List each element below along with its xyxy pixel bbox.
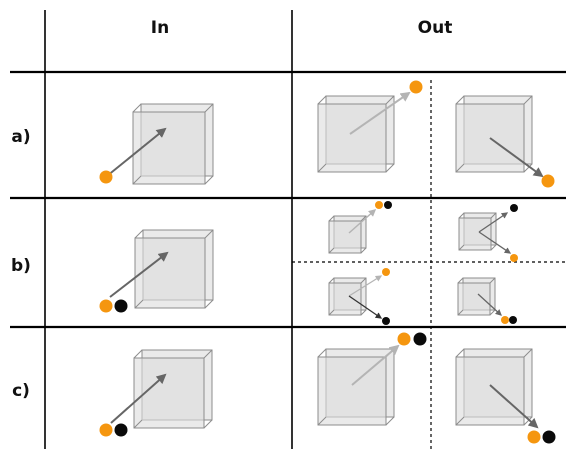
cube-icon-b-out2	[458, 212, 497, 251]
orange-particle-icon-b-out2	[510, 254, 518, 262]
cube-icon-c-out2	[455, 348, 533, 426]
orange-particle-icon-a-out2	[541, 174, 555, 188]
arrow-icon-b-out2	[478, 212, 509, 233]
cube-icon-a-out2	[455, 95, 533, 173]
orange-particle-icon-c-in	[99, 423, 113, 437]
black-particle-icon-c-in	[114, 423, 128, 437]
arrow-icon-b-out3b	[348, 295, 383, 319]
arrow-icon-c-out2	[489, 384, 539, 429]
cube-icon-a-out1	[317, 95, 395, 173]
cube-icon-a-in	[132, 103, 214, 185]
arrow-icon-b-in	[109, 251, 169, 298]
cube-icon-c-in	[133, 349, 213, 429]
black-particle-icon-b-out2	[510, 204, 518, 212]
orange-particle-icon-b-out4	[501, 316, 509, 324]
arrow-icon-a-out1	[349, 91, 411, 135]
arrow-icon-c-out1	[351, 344, 400, 386]
orange-particle-icon-b-out3	[382, 268, 390, 276]
arrow-icon-c-in	[110, 373, 167, 424]
row-label-c: c)	[12, 381, 30, 401]
arrow-icon-b-out1	[348, 209, 377, 234]
black-particle-icon-b-in	[114, 299, 128, 313]
orange-particle-icon-b-in	[99, 299, 113, 313]
cube-icon-c-out1	[317, 348, 395, 426]
arrow-icon-b-out4	[477, 293, 502, 316]
header-in: In	[150, 18, 170, 38]
orange-particle-icon-c-out1	[397, 332, 411, 346]
diagram-cells	[99, 80, 556, 444]
orange-particle-icon-c-out2	[527, 430, 541, 444]
black-particle-icon-b-out3	[382, 317, 390, 325]
row-label-b: b)	[11, 256, 31, 276]
arrow-icon-b-out2b	[478, 231, 512, 254]
black-particle-icon-b-out4	[509, 316, 517, 324]
header-out: Out	[417, 18, 453, 38]
grid-lines	[10, 10, 566, 449]
row-label-a: a)	[11, 127, 31, 147]
cube-icon-b-out3	[328, 277, 367, 316]
black-particle-icon-c-out1	[413, 332, 427, 346]
black-particle-icon-b-out1	[384, 201, 392, 209]
arrow-icon-a-in	[106, 127, 167, 177]
arrow-icon-b-out3	[348, 275, 383, 297]
arrow-icon-a-out2	[489, 137, 544, 178]
orange-particle-icon-a-out1	[409, 80, 423, 94]
black-particle-icon-c-out2	[542, 430, 556, 444]
orange-particle-icon-a-in	[99, 170, 113, 184]
cube-icon-b-in	[134, 229, 214, 309]
orange-particle-icon-b-out1	[375, 201, 383, 209]
cube-icon-b-out4	[457, 277, 496, 316]
cube-icon-b-out1	[328, 215, 367, 254]
